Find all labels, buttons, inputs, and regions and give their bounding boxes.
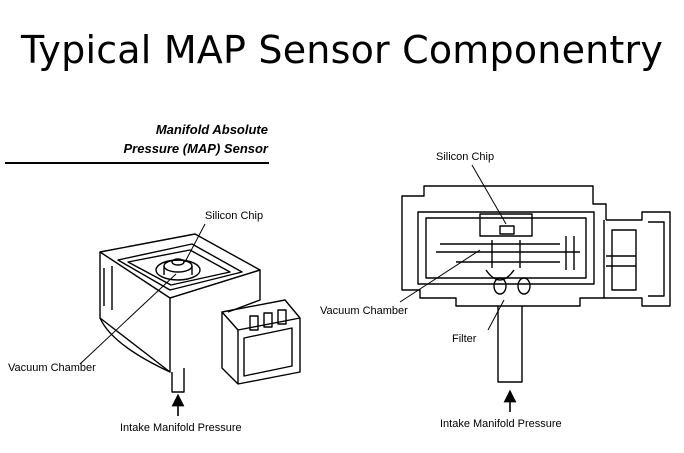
right-label-filter: Filter xyxy=(452,333,477,345)
left-sensor-drawing xyxy=(79,223,301,393)
left-header-line1: Manifold Absolute xyxy=(155,122,268,137)
left-label-silicon-chip: Silicon Chip xyxy=(205,210,264,222)
right-label-vacuum-chamber: Vacuum Chamber xyxy=(320,305,408,317)
left-header-line2: Pressure (MAP) Sensor xyxy=(123,141,269,156)
right-sensor-drawing xyxy=(399,164,671,383)
left-label-vacuum-chamber: Vacuum Chamber xyxy=(8,362,96,374)
right-label-intake: Intake Manifold Pressure xyxy=(440,418,562,430)
left-label-intake: Intake Manifold Pressure xyxy=(120,422,242,434)
page-title: Typical MAP Sensor Componentry xyxy=(20,28,664,72)
header-rule xyxy=(5,162,269,164)
right-label-silicon-chip: Silicon Chip xyxy=(436,151,495,163)
